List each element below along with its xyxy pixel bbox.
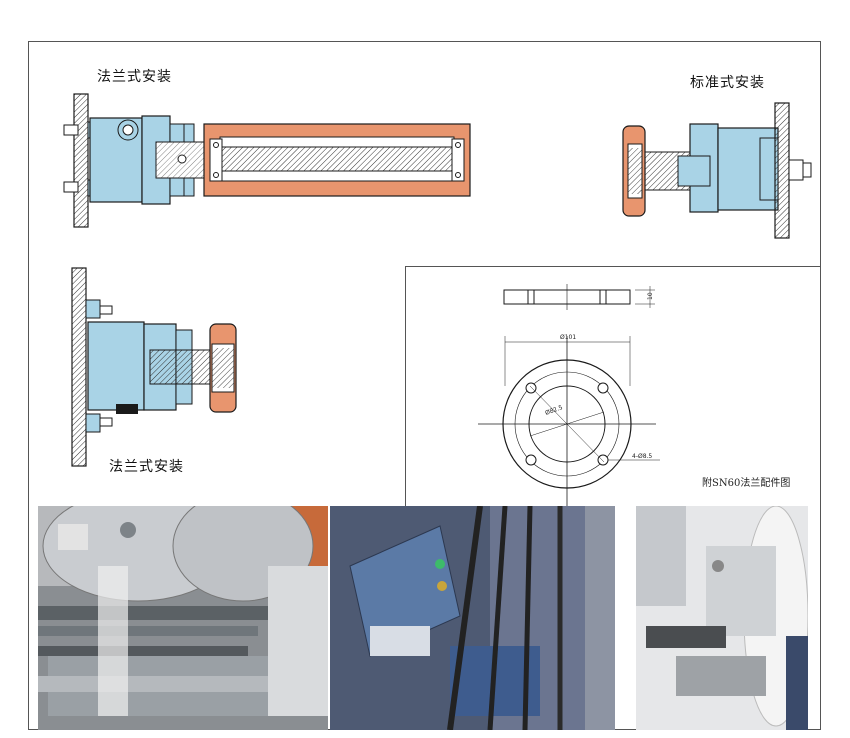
standard-mount-drawing bbox=[622, 102, 812, 239]
flange-mount-label-bottom: 法兰式安装 bbox=[109, 459, 184, 475]
flange-drawing: 10 Ø101 Ø82.5 4-Ø8.5 bbox=[478, 284, 660, 506]
machine-photo-1 bbox=[38, 506, 328, 730]
flange-mount-label-top: 法兰式安装 bbox=[97, 69, 172, 85]
flange-parts-panel bbox=[405, 266, 821, 506]
machine-photo-2 bbox=[330, 506, 615, 730]
flange-thickness-dim: 10 bbox=[647, 292, 654, 300]
flange-holes-dim: 4-Ø8.5 bbox=[632, 453, 652, 460]
flange-drawing-caption: 附SN60法兰配件图 bbox=[702, 478, 791, 489]
flange-mount-drawing-short bbox=[71, 267, 237, 467]
machine-photo-3 bbox=[636, 506, 808, 730]
standard-mount-label: 标准式安装 bbox=[690, 75, 765, 91]
flange-outer-diameter-dim: Ø101 bbox=[560, 334, 576, 341]
flange-mount-drawing-long bbox=[63, 93, 471, 228]
